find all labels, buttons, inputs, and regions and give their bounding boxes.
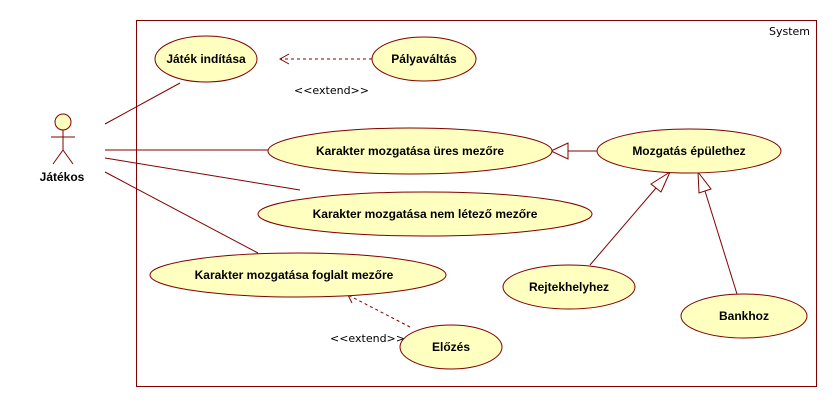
actor-right-leg (62, 149, 74, 165)
label-bankhoz: Bankhoz (719, 309, 769, 323)
label-ures-mezore: Karakter mozgatása üres mezőre (316, 144, 504, 158)
system-label: System (769, 25, 810, 38)
label-palyavaltas: Pályaváltás (391, 52, 457, 66)
actor-figure[interactable] (51, 113, 75, 165)
label-jatek-inditasa: Játék indítása (166, 52, 246, 66)
actor-left-leg (52, 149, 64, 165)
usecase-foglalt-mezore[interactable] (149, 252, 447, 298)
associations (104, 82, 301, 254)
usecase-mozgatas-epulethez[interactable] (596, 128, 782, 174)
extend-line-elozes (347, 294, 411, 328)
usecase-rejtekhelyhez[interactable] (502, 264, 636, 310)
system-boundary (136, 20, 817, 387)
use-cases (149, 35, 808, 370)
label-rejtekhelyhez: Rejtekhelyhez (529, 280, 609, 294)
assoc-jatek-inditasa (104, 82, 181, 125)
gen-arrow-bankhoz (697, 170, 712, 194)
label-foglalt-mezore: Karakter mozgatása foglalt mezőre (195, 268, 394, 282)
extend-arrowhead-top (278, 53, 290, 65)
actor-head (54, 113, 72, 131)
usecase-bankhoz[interactable] (680, 293, 808, 339)
generalizations (549, 142, 738, 295)
usecase-ures-mezore[interactable] (267, 127, 553, 175)
gen-line-rejtekhelyhez (589, 187, 657, 266)
extend-stereotype-top: <<extend>> (294, 84, 369, 97)
gen-arrow-mozgatas (549, 142, 569, 160)
usecase-jatek-inditasa[interactable] (154, 35, 258, 83)
usecase-palyavaltas[interactable] (371, 36, 477, 82)
assoc-foglalt-mezore (104, 171, 259, 254)
extend-stereotype-bottom: <<extend>> (330, 332, 405, 345)
label-nem-letezo-mezore: Karakter mozgatása nem létező mezőre (313, 207, 538, 221)
gen-line-bankhoz (704, 190, 738, 295)
actor-name: Játékos (40, 170, 85, 184)
label-mozgatas-epulethez: Mozgatás épülethez (632, 144, 745, 158)
usecase-nem-letezo-mezore[interactable] (257, 191, 593, 237)
label-elozes: Előzés (432, 340, 470, 354)
usecase-elozes[interactable] (399, 324, 503, 370)
assoc-nem-letezo-mezore (104, 157, 301, 191)
gen-arrow-rejtekhelyhez (650, 170, 672, 193)
